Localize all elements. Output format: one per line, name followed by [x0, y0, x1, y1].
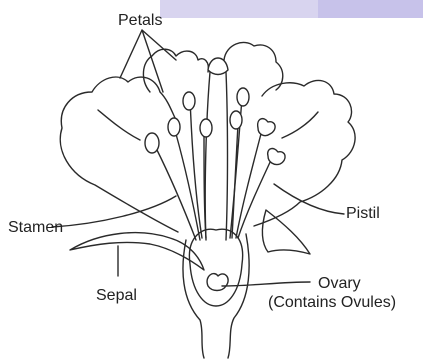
label-pistil: Pistil [346, 205, 380, 222]
anther [168, 118, 180, 136]
ovary [189, 229, 242, 306]
label-stamen: Stamen [8, 219, 63, 236]
label-sepal: Sepal [96, 287, 137, 304]
back-right-petal [224, 42, 283, 90]
anther [230, 111, 242, 129]
anther [145, 133, 159, 153]
anther [183, 92, 195, 110]
ovule [207, 274, 228, 291]
pistil-style [205, 72, 227, 240]
pistil-stigma [208, 58, 228, 75]
back-left-petal [143, 49, 208, 92]
leader-lines [52, 30, 344, 286]
anther [268, 149, 285, 165]
label-petals: Petals [118, 12, 162, 29]
left-petal [60, 77, 178, 232]
anther [200, 119, 212, 137]
right-sepal [262, 210, 310, 254]
anther [258, 119, 275, 136]
anther [237, 88, 249, 106]
label-ovary-note: (Contains Ovules) [268, 294, 396, 311]
label-ovary: Ovary [318, 275, 361, 292]
